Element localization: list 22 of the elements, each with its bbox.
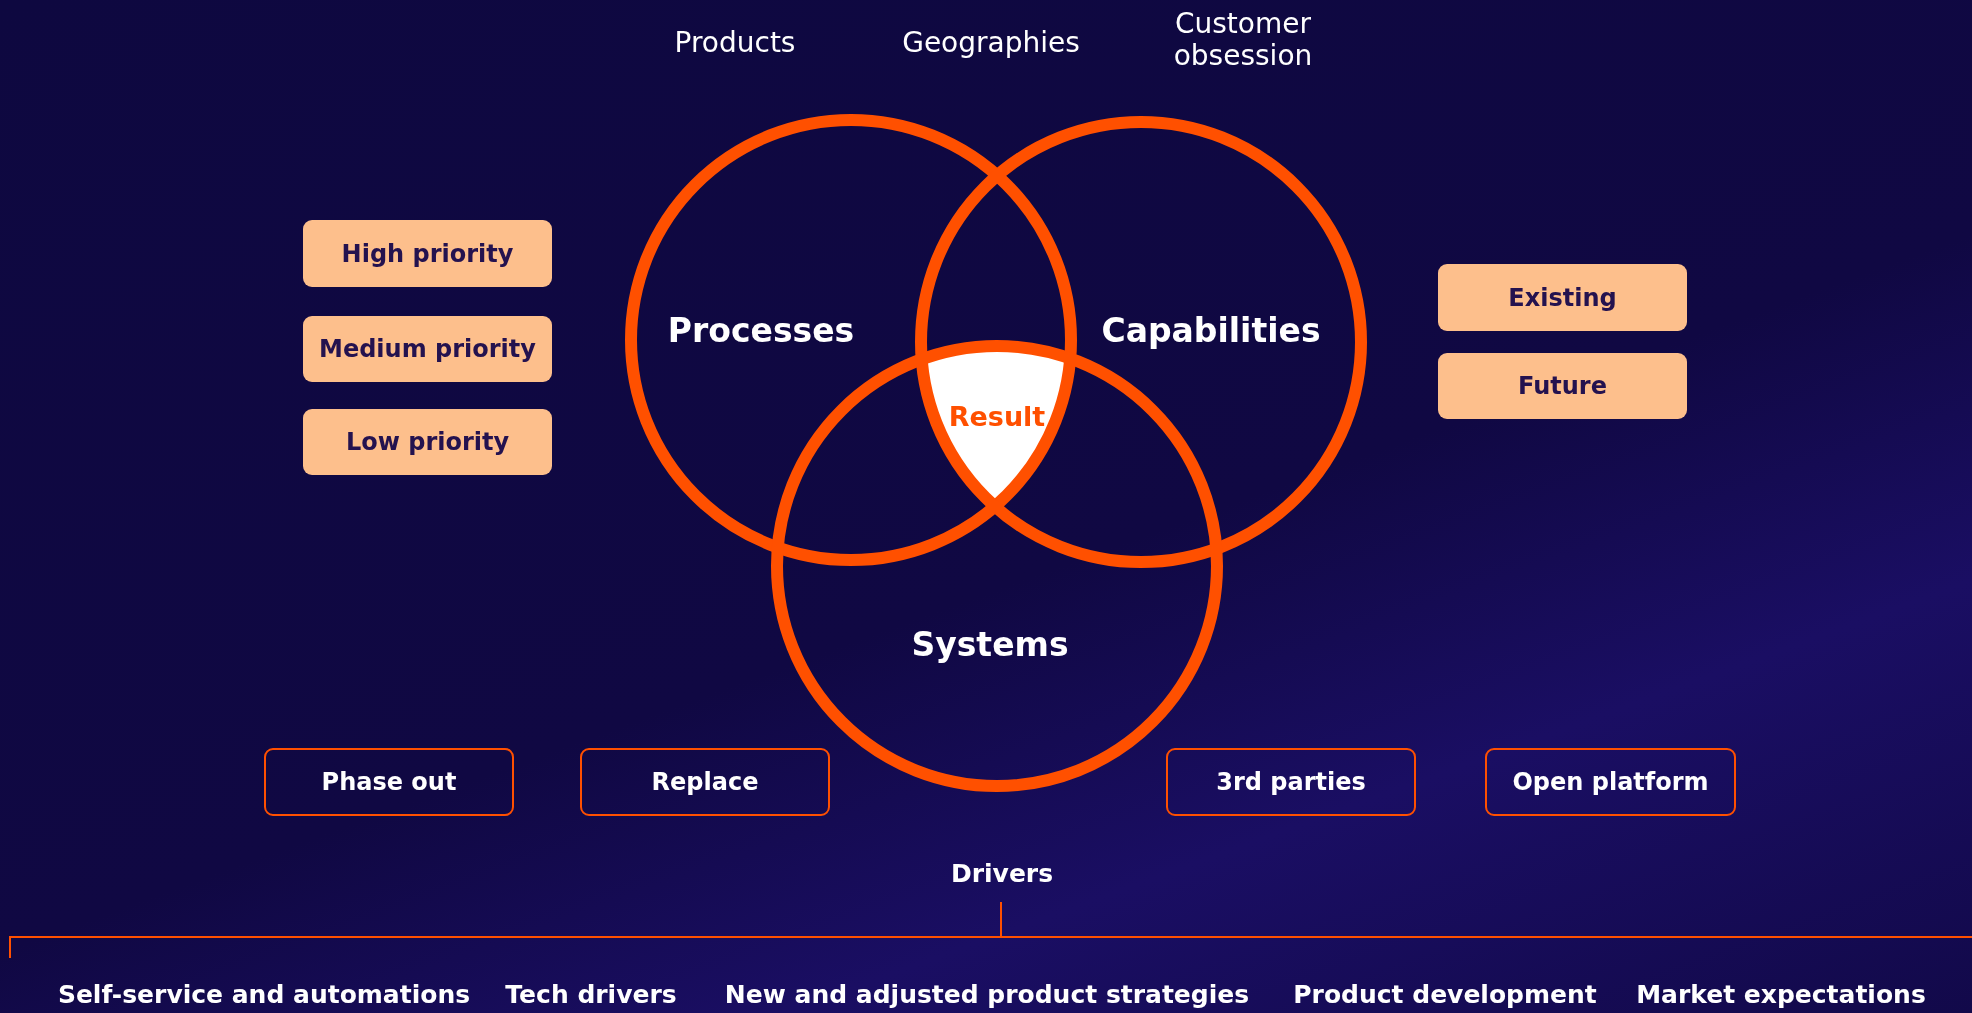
label: Customer obsession [1172, 7, 1314, 73]
driver-label: New and adjusted product strategies [724, 979, 1250, 1009]
option-box: Open platform [1485, 748, 1736, 816]
label: Products [674, 26, 796, 60]
driver-label: Market expectations [1636, 979, 1926, 1009]
priority-tag: High priority [303, 220, 552, 287]
driver-label: Self-service and automations [57, 979, 471, 1009]
status-tag: Existing [1438, 264, 1687, 331]
driver-label: Tech drivers [505, 979, 677, 1009]
section-heading: Drivers [950, 858, 1054, 888]
status-tag: Future [1438, 353, 1687, 419]
option-box: Replace [580, 748, 830, 816]
circle-label: Systems [911, 624, 1069, 664]
option-box: 3rd parties [1166, 748, 1416, 816]
circle-label: Capabilities [1101, 310, 1321, 350]
priority-tag: Medium priority [303, 316, 552, 382]
result-label: Result [948, 400, 1046, 432]
label: Geographies [902, 26, 1080, 60]
driver-label: Product development [1293, 979, 1597, 1009]
option-box: Phase out [264, 748, 514, 816]
circle-label: Processes [667, 310, 855, 350]
priority-tag: Low priority [303, 409, 552, 475]
